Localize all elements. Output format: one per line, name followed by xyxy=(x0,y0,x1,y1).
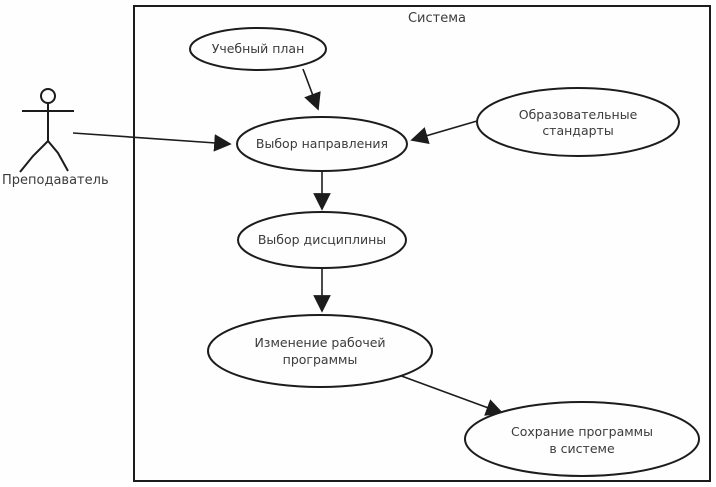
use-case-curriculum-label: Учебный план xyxy=(212,41,305,56)
association-standards-to-direction xyxy=(410,120,478,145)
use-case-discipline-label: Выбор дисциплины xyxy=(258,232,386,247)
use-case-standards-label-line2: стандарты xyxy=(542,123,613,138)
use-case-standards-label-line1: Образовательные xyxy=(519,107,638,122)
use-case-curriculum: Учебный план xyxy=(189,27,327,71)
use-case-direction-label: Выбор направления xyxy=(256,136,388,151)
use-case-discipline: Выбор дисциплины xyxy=(237,211,407,269)
use-case-save-program: Сохрание программы в системе xyxy=(464,401,700,477)
association-actor-to-direction xyxy=(72,132,232,152)
use-case-direction-ellipse xyxy=(236,116,408,172)
use-case-change-program-label-line2: программы xyxy=(283,352,358,367)
use-case-save-program-ellipse xyxy=(464,401,700,477)
use-case-curriculum-ellipse xyxy=(189,27,327,71)
association-change-to-save xyxy=(395,373,504,416)
use-case-change-program-ellipse xyxy=(207,314,433,388)
use-case-save-program-label-line1: Сохрание программы xyxy=(511,424,653,439)
use-case-change-program-label-line1: Изменение рабочей xyxy=(254,335,385,350)
actor-teacher: Преподаватель xyxy=(2,88,109,188)
use-case-standards: Образовательные стандарты xyxy=(476,87,680,157)
system-label: Система xyxy=(408,11,466,26)
association-curriculum-to-direction xyxy=(302,68,321,111)
system-boundary xyxy=(133,5,711,482)
use-case-discipline-ellipse xyxy=(237,211,407,269)
use-case-save-program-label-line2: в системе xyxy=(549,441,615,456)
actor-legs-icon xyxy=(19,139,69,173)
actor-head-icon xyxy=(40,88,56,104)
use-case-standards-ellipse xyxy=(476,87,680,157)
use-case-change-program: Изменение рабочей программы xyxy=(207,314,433,388)
use-case-direction: Выбор направления xyxy=(236,116,408,172)
actor-label: Преподаватель xyxy=(2,173,109,188)
